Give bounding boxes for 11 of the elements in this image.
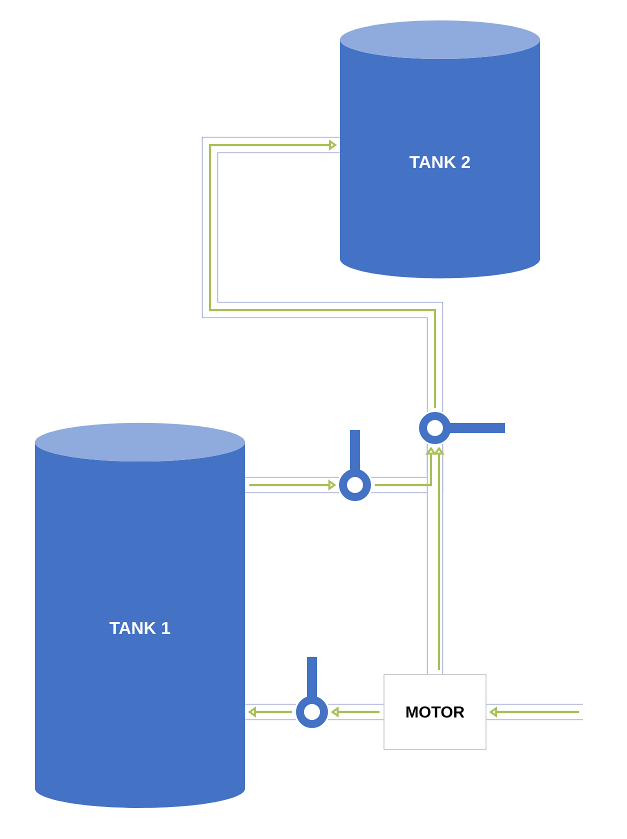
pipe: [486, 704, 583, 720]
tank-cylinder: TANK 2: [340, 20, 540, 278]
pipe: [426, 444, 444, 674]
valve: [339, 430, 371, 501]
pipe: [245, 476, 339, 494]
motor-box: MOTOR: [384, 674, 486, 750]
tank-cylinder: TANK 1: [35, 422, 245, 808]
pipe: [245, 704, 296, 720]
valve: [419, 412, 505, 444]
pipe: [328, 704, 384, 720]
valve: [296, 657, 328, 728]
